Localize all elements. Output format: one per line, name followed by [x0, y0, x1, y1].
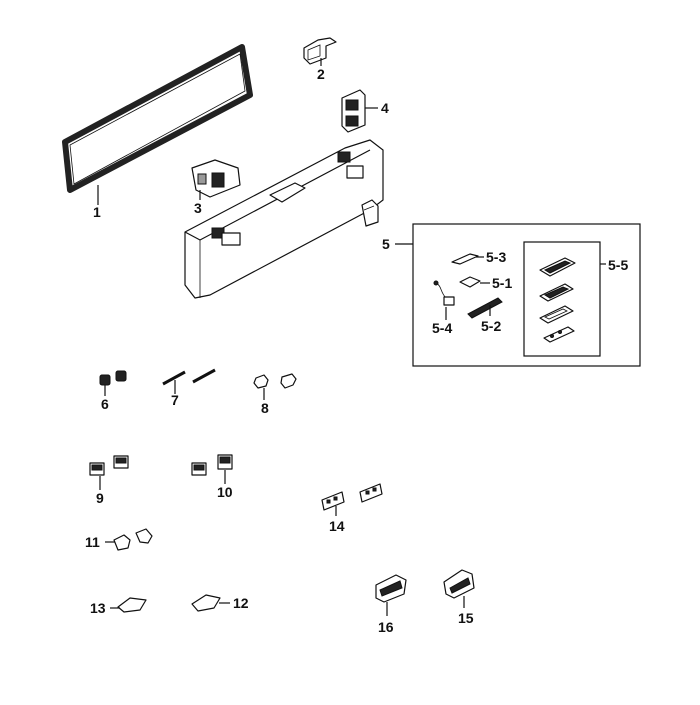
- part-1-gasket: [62, 44, 253, 205]
- part-10-clip: [191, 454, 233, 484]
- label-7: 7: [171, 392, 179, 408]
- part-15-handle: [443, 569, 475, 608]
- part-6-cap: [99, 370, 127, 396]
- main-panel: [184, 139, 384, 299]
- label-8: 8: [261, 400, 269, 416]
- label-13: 13: [90, 600, 106, 616]
- part-2-bracket: [303, 37, 337, 66]
- part-13-plate: [110, 597, 147, 613]
- label-15: 15: [458, 610, 474, 626]
- part-12-plate: [191, 594, 230, 612]
- label-11: 11: [85, 534, 100, 550]
- label-4: 4: [381, 100, 389, 116]
- part-16-handle: [375, 574, 407, 616]
- label-5-4: 5-4: [432, 320, 452, 336]
- part-11-latch: [105, 528, 153, 551]
- label-2: 2: [317, 66, 325, 82]
- part-8-screws: [253, 373, 297, 400]
- part-5-group: [395, 223, 641, 367]
- label-5-3: 5-3: [486, 249, 506, 265]
- part-14-plates: [321, 483, 383, 516]
- label-16: 16: [378, 619, 394, 635]
- label-14: 14: [329, 518, 345, 534]
- label-5-5: 5-5: [608, 257, 628, 273]
- label-3: 3: [194, 200, 202, 216]
- label-6: 6: [101, 396, 109, 412]
- label-9: 9: [96, 490, 104, 506]
- part-3-bracket: [191, 159, 241, 200]
- part-7-pins: [162, 368, 216, 394]
- part-9-clip: [89, 455, 129, 490]
- label-5-1: 5-1: [492, 275, 512, 291]
- label-12: 12: [233, 595, 249, 611]
- part-4-hinge: [341, 89, 378, 133]
- label-5: 5: [382, 236, 390, 252]
- label-5-2: 5-2: [481, 318, 501, 334]
- label-10: 10: [217, 484, 233, 500]
- label-1: 1: [93, 204, 101, 220]
